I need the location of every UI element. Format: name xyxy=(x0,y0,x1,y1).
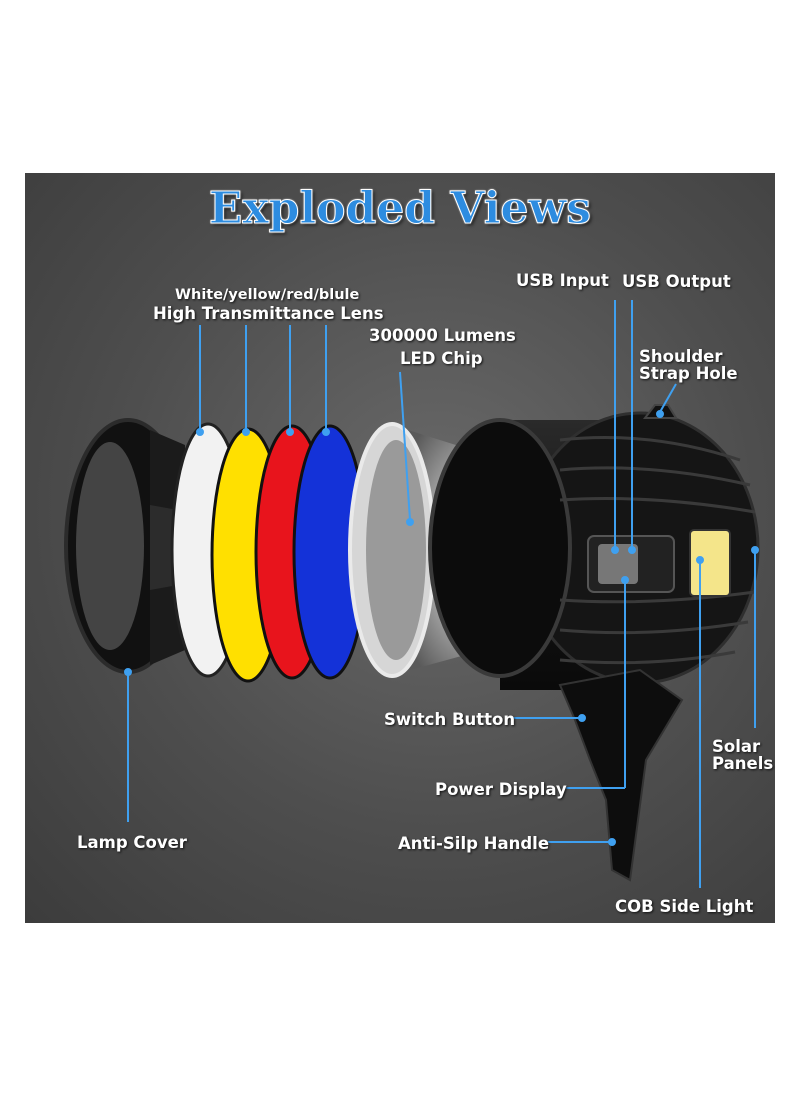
label-lens-colors: White/yellow/red/blule xyxy=(175,287,360,303)
label-strap-hole: Strap Hole xyxy=(639,364,738,383)
label-usb-output: USB Output xyxy=(622,272,731,291)
label-handle: Anti-Silp Handle xyxy=(398,834,550,853)
label-lens: High Transmittance Lens xyxy=(153,304,384,323)
label-power-display: Power Display xyxy=(435,780,567,799)
label-lamp-cover: Lamp Cover xyxy=(77,833,187,852)
label-cob: COB Side Light xyxy=(615,897,754,916)
label-lumens: 300000 Lumens xyxy=(369,326,516,345)
label-solar: Solar xyxy=(712,737,761,756)
callout-lines xyxy=(124,300,759,888)
label-switch-button: Switch Button xyxy=(384,710,516,729)
flashlight-body xyxy=(428,404,760,882)
diagram-title: Exploded Views xyxy=(208,183,592,235)
label-led-chip: LED Chip xyxy=(400,349,483,368)
label-usb-input: USB Input xyxy=(516,271,609,290)
label-panels: Panels xyxy=(712,754,774,773)
label-shoulder: Shoulder xyxy=(639,347,723,366)
